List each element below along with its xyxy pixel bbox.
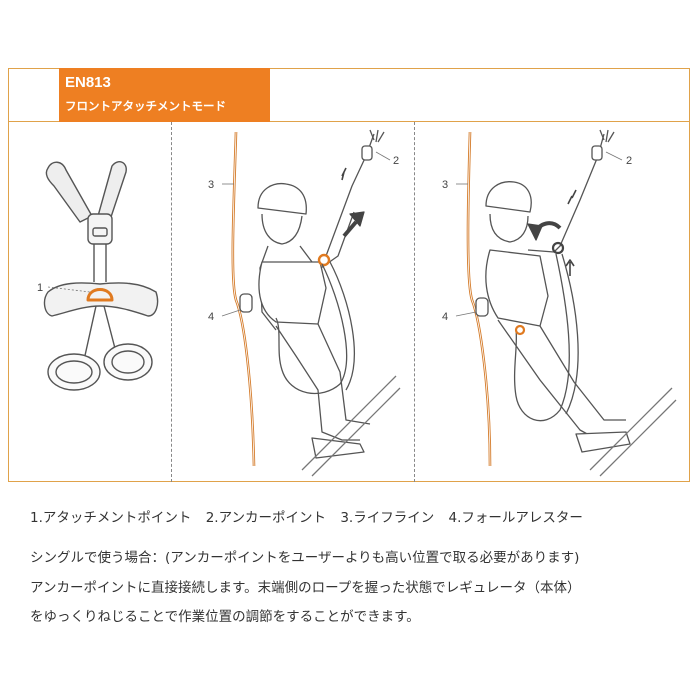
panel-divider-2 (414, 122, 415, 482)
mode-title: フロントアタッチメントモード (65, 99, 226, 113)
callout-2-left: 2 (393, 155, 399, 167)
panel-divider-1 (171, 122, 172, 482)
description-line-2: アンカーポイントに直接接続します。末端側のロープを握った状態でレギュレータ（本体… (30, 580, 581, 596)
callout-4-left: 4 (208, 311, 214, 323)
standard-code: EN813 (65, 74, 111, 91)
description-line-1: シングルで使う場合：(アンカーポイントをユーザーよりも高い位置で取る必要がありま… (30, 550, 580, 566)
header-strip (8, 68, 690, 122)
callout-1: 1 (37, 282, 43, 294)
callout-2-right: 2 (626, 155, 632, 167)
legend-item-fall-arrester: 4.フォールアレスター (448, 510, 583, 526)
legend: 1.アタッチメントポイント 2.アンカーポイント 3.ライフライン 4.フォール… (30, 506, 593, 526)
worker-illustration-left (221, 129, 401, 477)
illustration-frame (8, 68, 690, 482)
legend-item-attachment-point: 1.アタッチメントポイント (30, 510, 192, 526)
callout-3-left: 3 (208, 179, 214, 191)
callout-3-right: 3 (442, 179, 448, 191)
legend-item-anchor-point: 2.アンカーポイント (205, 510, 327, 526)
description-line-3: をゆっくりねじることで作業位置の調節をすることができます。 (30, 609, 420, 625)
mode-badge (59, 68, 270, 122)
worker-illustration-right (455, 129, 677, 477)
callout-4-right: 4 (442, 311, 448, 323)
harness-illustration (43, 161, 159, 391)
legend-item-lifeline: 3.ライフライン (340, 510, 435, 526)
